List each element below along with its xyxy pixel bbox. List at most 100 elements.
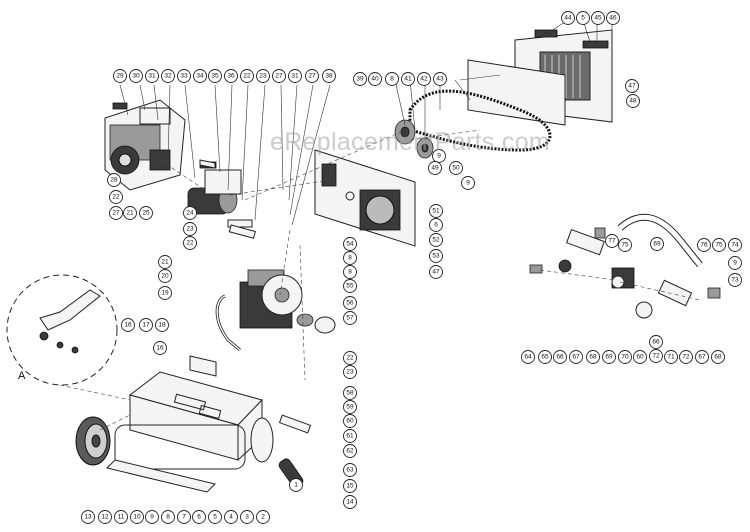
main-callout-20: 20	[158, 269, 172, 283]
main-callout-52: 52	[429, 233, 443, 247]
callout-number: 16	[124, 322, 132, 329]
detail-a	[6, 274, 118, 386]
callout-number: 71	[667, 354, 675, 361]
callout-number: 52	[432, 237, 440, 244]
callout-number: 70	[621, 354, 629, 361]
main-callout-24: 24	[183, 206, 197, 220]
right-callout-72: 72	[679, 350, 693, 364]
callout-number: 9	[466, 180, 470, 187]
callout-number: 4	[229, 514, 233, 521]
main-callout-29: 29	[113, 69, 127, 83]
callout-number: 9	[150, 514, 154, 521]
callout-number: 20	[161, 273, 169, 280]
callout-number: 9	[437, 153, 441, 160]
callout-number: 24	[186, 210, 194, 217]
callout-number: 69	[653, 241, 661, 248]
callout-number: 18	[158, 322, 166, 329]
right-callout-72: 72	[649, 349, 663, 363]
compressor-pump	[239, 269, 336, 334]
right-callout-66: 66	[553, 350, 567, 364]
main-callout-46: 46	[606, 11, 620, 25]
callout-number: 47	[432, 269, 440, 276]
main-callout-5: 5	[576, 11, 590, 25]
air-tank-cart	[106, 371, 274, 493]
callout-number: 16	[156, 345, 164, 352]
callout-number: 65	[541, 354, 549, 361]
main-callout-4: 4	[224, 510, 238, 524]
callout-number: 58	[346, 390, 354, 397]
main-callout-53: 53	[429, 249, 443, 263]
callout-number: 3	[245, 514, 249, 521]
watermark-text: eReplacementParts.com	[270, 128, 551, 156]
callout-number: 35	[211, 73, 219, 80]
main-callout-11: 11	[114, 510, 128, 524]
callout-number: 49	[431, 165, 439, 172]
callout-number: 76	[700, 242, 708, 249]
belt-guard-panel	[467, 29, 613, 126]
main-callout-12: 12	[98, 510, 112, 524]
callout-number: 6	[197, 514, 201, 521]
main-callout-16: 16	[121, 318, 135, 332]
callout-number: 8	[390, 76, 394, 83]
main-callout-17: 17	[139, 318, 153, 332]
main-callout-5: 5	[208, 510, 222, 524]
callout-number: 9	[733, 260, 737, 267]
right-callout-68: 68	[711, 350, 725, 364]
right-callout-67: 67	[695, 350, 709, 364]
callout-number: 40	[371, 76, 379, 83]
callout-number: 45	[594, 15, 602, 22]
gas-engine	[104, 99, 186, 191]
right-callout-69: 69	[602, 350, 616, 364]
main-callout-23: 23	[256, 69, 270, 83]
main-callout-32: 32	[161, 69, 175, 83]
main-callout-51: 51	[429, 204, 443, 218]
callout-number: 22	[346, 355, 354, 362]
callout-number: 25	[142, 210, 150, 217]
callout-number: 46	[609, 15, 617, 22]
main-callout-41: 41	[401, 72, 415, 86]
callout-number: 21	[126, 210, 134, 217]
callout-number: 59	[346, 404, 354, 411]
right-callout-75: 75	[712, 238, 726, 252]
callout-number: 30	[132, 73, 140, 80]
main-callout-56: 56	[343, 296, 357, 310]
callout-number: 48	[629, 98, 637, 105]
right-callout-68: 68	[586, 350, 600, 364]
right-callout-75: 75	[618, 238, 632, 252]
main-callout-30: 30	[129, 69, 143, 83]
callout-number: 72	[682, 354, 690, 361]
main-callout-25: 25	[139, 206, 153, 220]
main-callout-49: 49	[428, 161, 442, 175]
detail-a-label: A	[18, 370, 26, 382]
discharge-tube	[215, 294, 241, 352]
callout-number: 75	[621, 242, 629, 249]
callout-number: 22	[243, 73, 251, 80]
main-callout-44: 44	[561, 11, 575, 25]
callout-number: 68	[589, 354, 597, 361]
main-callout-47: 47	[625, 79, 639, 93]
main-callout-23: 23	[343, 365, 357, 379]
main-callout-22: 22	[183, 236, 197, 250]
callout-number: 73	[731, 277, 739, 284]
callout-number: 8	[348, 269, 352, 276]
callout-number: 23	[346, 369, 354, 376]
callout-number: 8	[348, 255, 352, 262]
callout-number: 63	[346, 467, 354, 474]
main-callout-9: 9	[461, 176, 475, 190]
right-callout-64: 64	[521, 350, 535, 364]
main-callout-23: 23	[183, 222, 197, 236]
main-callout-6: 6	[192, 510, 206, 524]
main-callout-33: 33	[177, 69, 191, 83]
right-callout-67: 67	[569, 350, 583, 364]
callout-number: 13	[84, 514, 92, 521]
main-callout-8: 8	[343, 265, 357, 279]
right-callout-70: 70	[618, 350, 632, 364]
callout-number: 5	[581, 15, 585, 22]
callout-number: 60	[636, 354, 644, 361]
callout-number: 36	[227, 73, 235, 80]
callout-number: 43	[436, 76, 444, 83]
callout-number: 44	[564, 15, 572, 22]
callout-number: 53	[432, 253, 440, 260]
callout-number: 10	[133, 514, 141, 521]
main-callout-22: 22	[240, 69, 254, 83]
